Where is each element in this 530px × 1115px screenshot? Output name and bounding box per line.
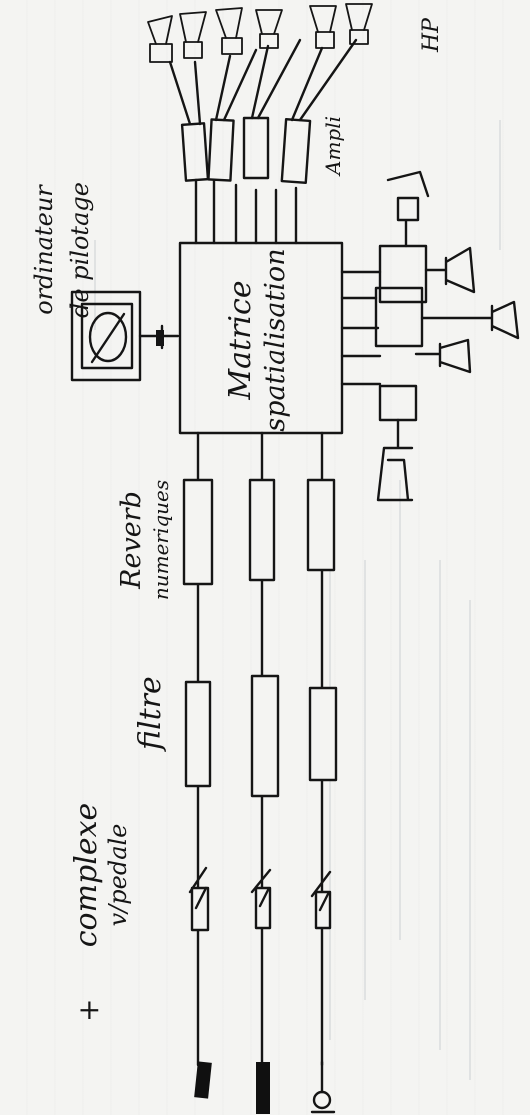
right-amplifier-block xyxy=(380,386,416,420)
filter-block xyxy=(186,682,210,786)
top-speaker-array xyxy=(148,4,372,62)
speaker-icon xyxy=(180,12,206,58)
computer-label: ordinateur de pilotage xyxy=(30,182,94,318)
sound-sources xyxy=(194,1061,334,1114)
speaker-icon xyxy=(216,8,242,54)
hp-label: HP xyxy=(419,17,444,53)
speaker-icon xyxy=(148,16,172,62)
reverb-block xyxy=(308,480,334,570)
complex-label: complexe xyxy=(69,803,104,948)
microphone-icon xyxy=(194,1061,212,1098)
amp-label: Ampli xyxy=(321,116,345,177)
filter-block xyxy=(310,688,336,780)
contact-mic-icon xyxy=(312,1062,334,1112)
right-amplifier-block xyxy=(376,288,422,346)
amplifier-block xyxy=(244,118,268,178)
speaker-icon xyxy=(256,10,282,48)
matrix-label-line2: spatialisation xyxy=(260,248,291,431)
pedal-label: v/pedale xyxy=(104,824,132,927)
reverb-label: Reverb numeriques xyxy=(116,480,173,600)
pedal-icon xyxy=(190,868,208,930)
reverb-block xyxy=(250,480,274,580)
matrix-label: Matrice spatialisation xyxy=(223,248,291,431)
plus-sign: + xyxy=(72,999,105,1022)
computer-label-line2: de pilotage xyxy=(66,182,94,318)
speaker-icon xyxy=(346,4,372,44)
right-speaker-array xyxy=(378,172,518,500)
amplifier-block xyxy=(182,123,208,180)
amplifier-block xyxy=(208,119,233,180)
reverb-label-line2: numeriques xyxy=(149,480,173,600)
filter-label: filtre xyxy=(133,676,168,752)
filter-units xyxy=(186,676,336,796)
matrix-label-line1: Matrice xyxy=(223,280,258,400)
computer-label-line1: ordinateur xyxy=(30,184,58,315)
pedal-complex-label: complexe v/pedale xyxy=(69,803,132,948)
right-output-wires xyxy=(342,272,380,384)
reverb-units xyxy=(184,480,334,584)
reverb-block xyxy=(184,480,212,584)
guitar-jack-icon xyxy=(256,1062,270,1114)
right-amplifier-block xyxy=(380,246,426,302)
filter-block xyxy=(252,676,278,796)
top-output-wires xyxy=(196,180,296,243)
volume-pedals xyxy=(190,868,330,930)
amp-to-speaker-wires xyxy=(170,40,356,124)
speaker-icon xyxy=(310,6,336,48)
amplifier-block xyxy=(282,119,310,183)
reverb-label-line1: Reverb xyxy=(116,491,147,590)
